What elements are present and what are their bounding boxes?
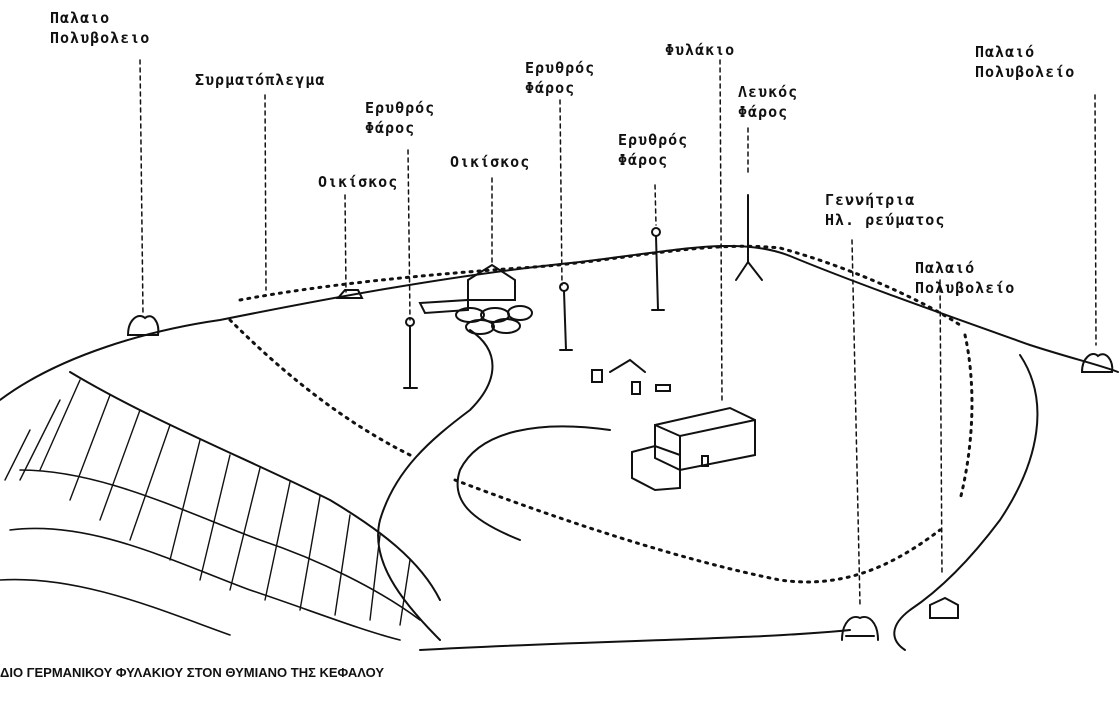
- leader-lines: [139, 59, 1097, 606]
- label-white-light: Λευκός Φάρος: [738, 83, 799, 121]
- light-poles: [403, 194, 763, 389]
- ruin-roof: [609, 358, 646, 373]
- label-red-light-2: Ερυθρός Φάρος: [525, 59, 596, 97]
- label-red-light-3: Ερυθρός Φάρος: [618, 131, 689, 169]
- label-old-bunker-right: Παλαιό Πολυβολείο: [915, 259, 1016, 297]
- cliff-hatching: [4, 379, 411, 626]
- label-guard-post: Φυλάκιο: [665, 41, 736, 59]
- ruin-3: [655, 384, 671, 392]
- ground-bottom: [419, 629, 851, 651]
- hut-small: [335, 289, 364, 299]
- road-left: [377, 329, 494, 641]
- bunker-right: [1080, 353, 1114, 373]
- ruin-1: [591, 369, 603, 383]
- hut-bottom-right: [929, 596, 959, 619]
- label-barbed-wire: Συρματόπλεγμα: [195, 71, 326, 89]
- guard-building: [631, 406, 756, 492]
- road-right: [893, 354, 1039, 651]
- label-old-bunker-left: Παλαιο Πολυβολειο: [50, 9, 151, 47]
- house-stones: [418, 263, 533, 335]
- ruin-2: [631, 381, 641, 395]
- cliff-edge: [69, 371, 441, 601]
- label-old-bunker-right-top: Παλαιό Πολυβολείο: [975, 43, 1076, 81]
- figure-caption: ΔΙΟ ΓΕΡΜΑΝΙΚΟΥ ΦΥΛΑΚΙΟΥ ΣΤΟΝ ΘΥΜΙΑΝΟ ΤΗΣ…: [0, 665, 385, 680]
- hill-ridge: [0, 245, 1119, 401]
- generator-mark: [841, 616, 879, 641]
- label-generator: Γεννήτρια Ηλ. ρεύματος: [825, 191, 946, 229]
- cliff-contour-1: [19, 469, 421, 621]
- label-small-house-1: Οικίσκος: [318, 173, 399, 191]
- fence-dashes: [228, 244, 974, 584]
- road-inner: [456, 425, 611, 541]
- label-red-light-1: Ερυθρός Φάρος: [365, 99, 436, 137]
- cliff-contour-3: [0, 578, 231, 636]
- bunker-left: [126, 315, 160, 336]
- cliff-contour-2: [9, 527, 401, 641]
- label-small-house-2: Οικίσκος: [450, 153, 531, 171]
